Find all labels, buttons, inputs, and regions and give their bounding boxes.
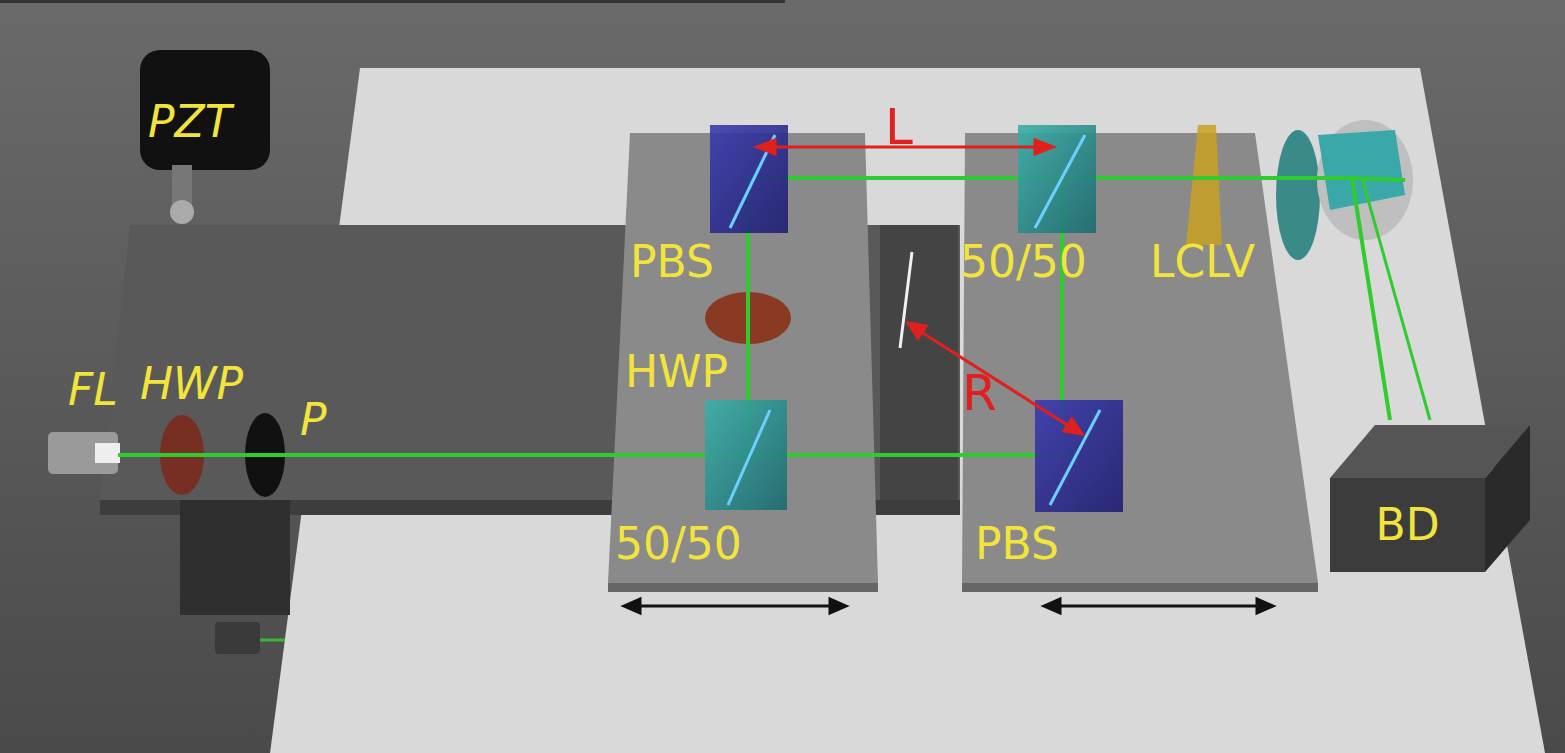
box-label: BD: [1375, 503, 1439, 547]
part-label: PBS: [975, 522, 1059, 566]
beam-dump-box: BD: [1330, 478, 1485, 572]
dimension-label: L: [885, 102, 913, 152]
part-label: HWP: [140, 362, 243, 406]
part-label: HWP: [625, 350, 728, 394]
part-label: 50/50: [615, 522, 742, 566]
part-label: LCLV: [1150, 240, 1255, 284]
part-label: FL: [68, 368, 118, 412]
part-label: PBS: [630, 240, 714, 284]
part-label: PZT: [148, 100, 232, 144]
dimension-label: R: [962, 368, 997, 418]
part-label: P: [300, 398, 327, 442]
part-label: 50/50: [960, 240, 1087, 284]
